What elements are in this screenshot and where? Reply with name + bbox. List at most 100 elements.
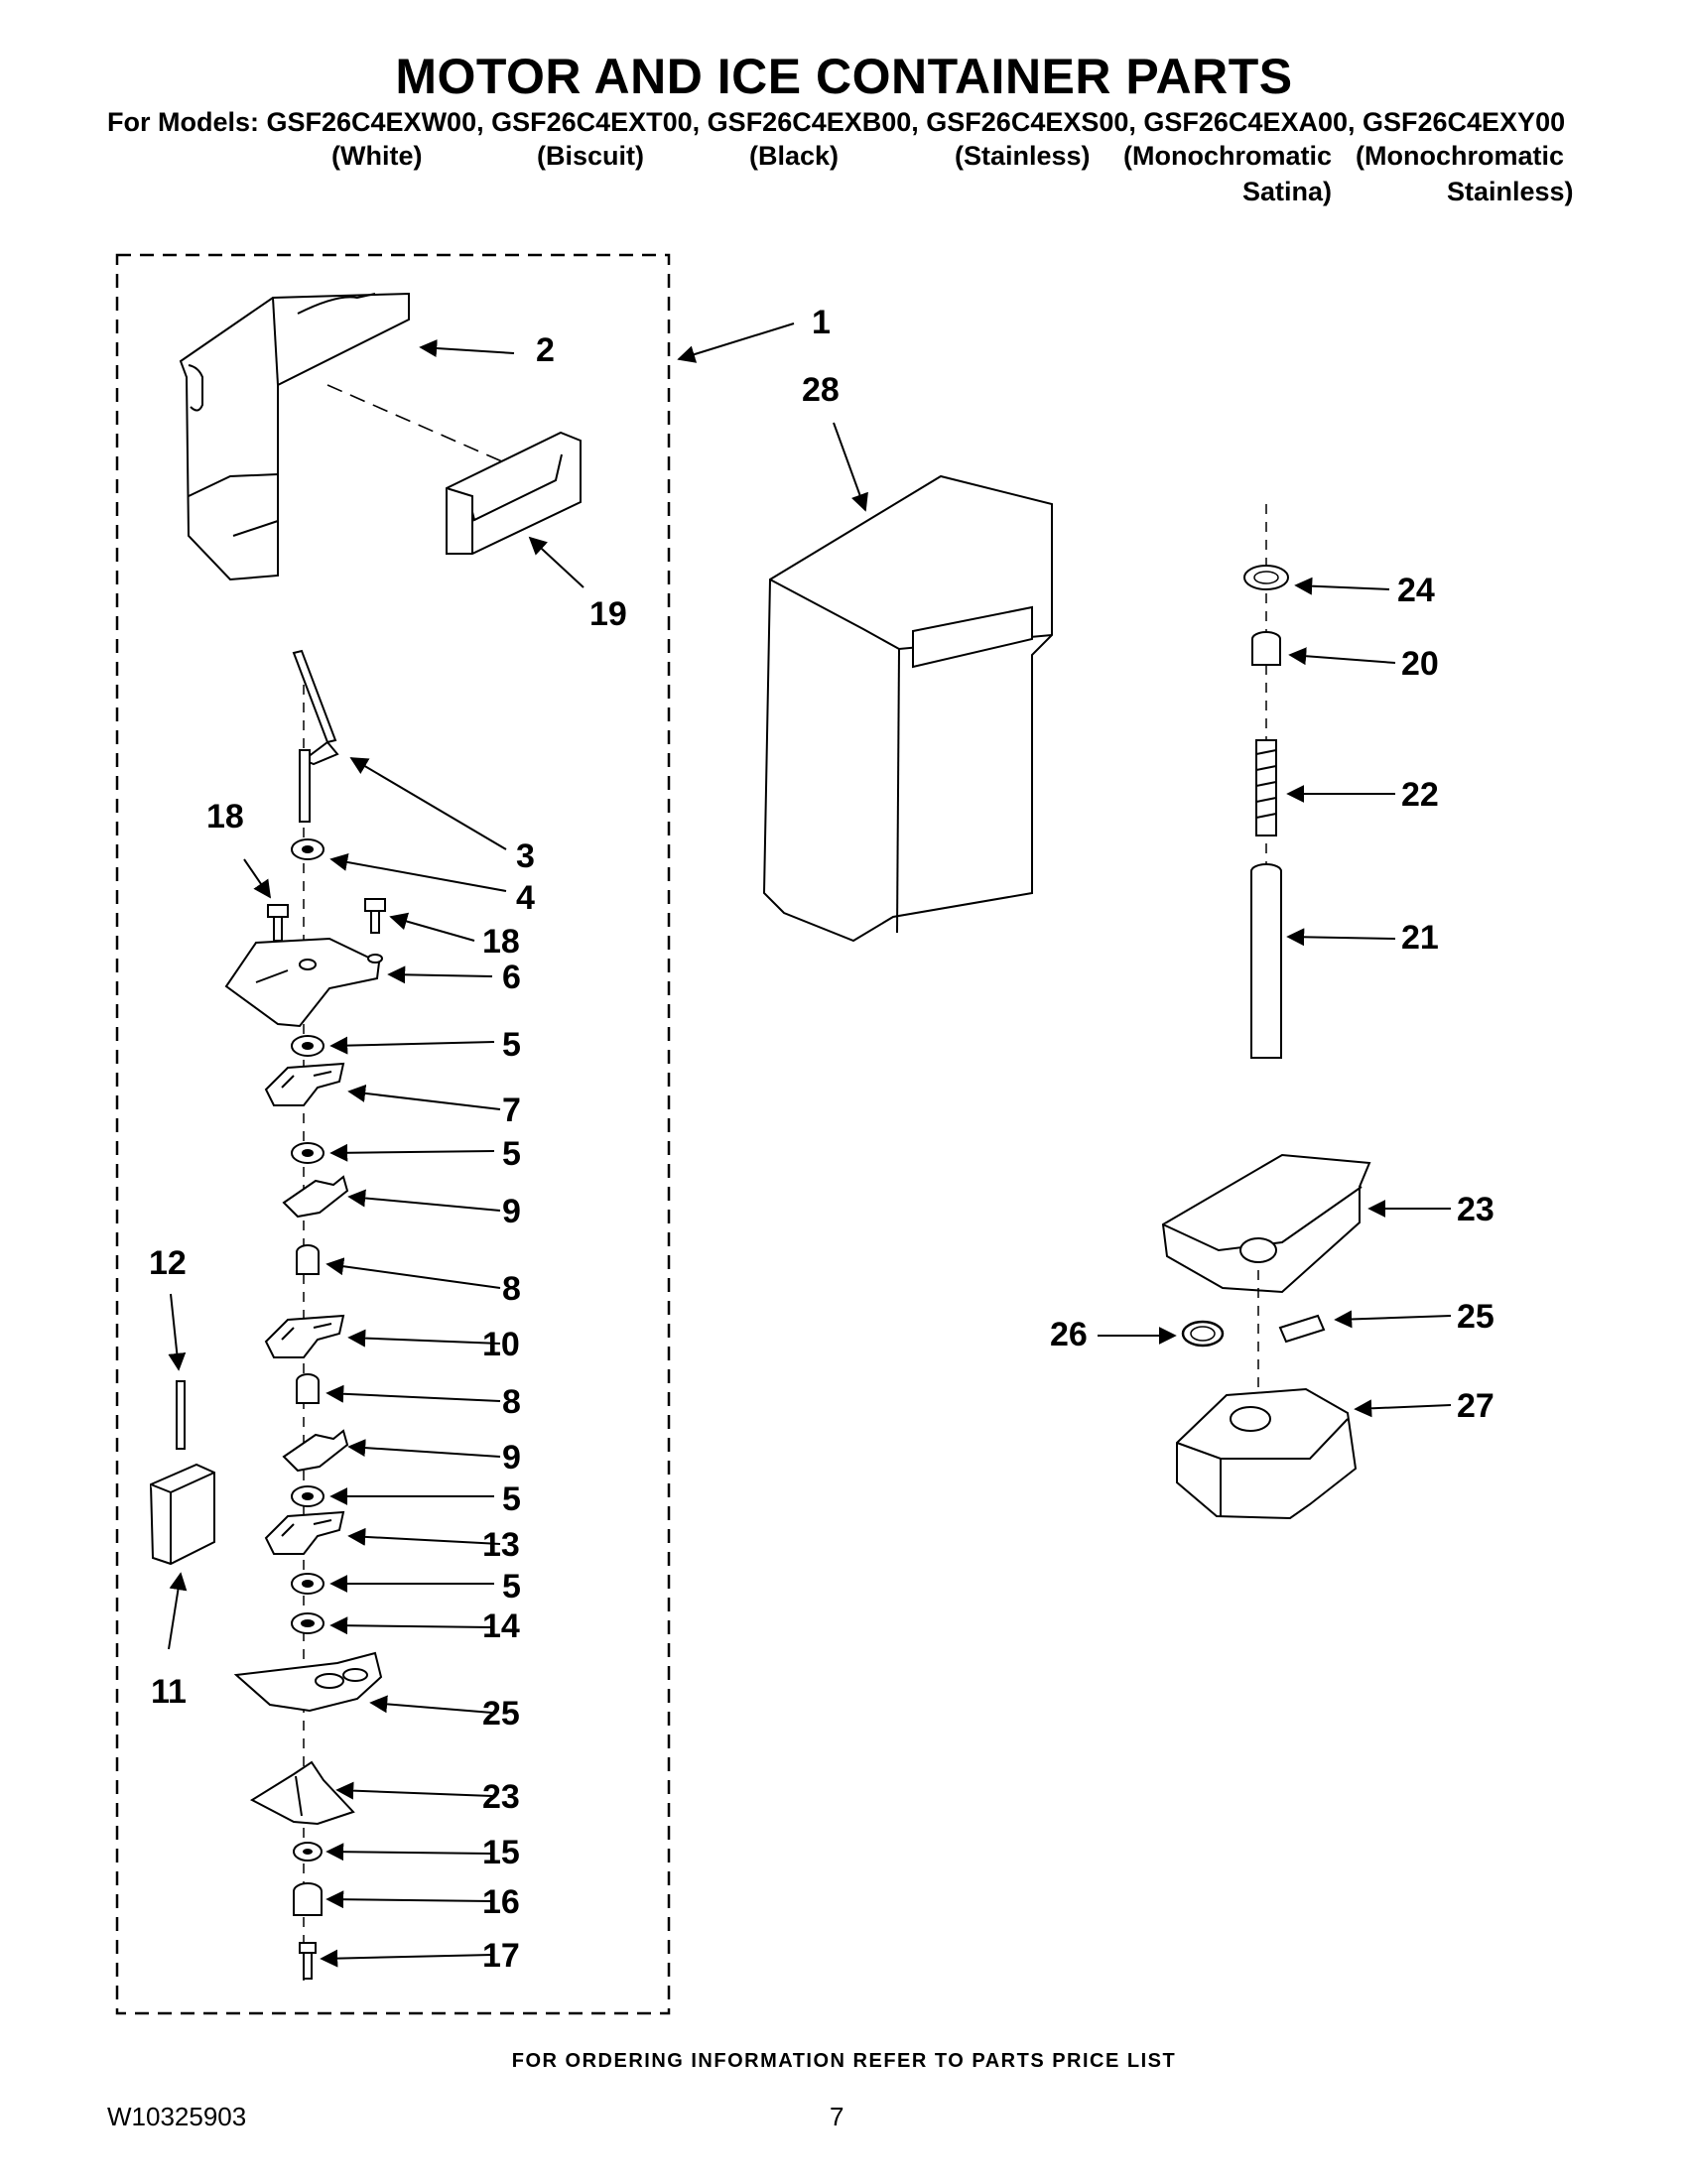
color-mono-stainless-line1: (Monochromatic <box>1356 141 1565 171</box>
leader-15 <box>325 1843 493 1862</box>
callout-5a: 5 <box>502 1026 521 1064</box>
callout-28: 28 <box>802 371 840 409</box>
screw-part-18a <box>267 904 289 942</box>
callout-8a: 8 <box>502 1270 521 1308</box>
callout-27: 27 <box>1457 1387 1494 1425</box>
screw-part-18b <box>364 898 386 934</box>
seal-part-26 <box>1181 1320 1225 1348</box>
callout-12: 12 <box>149 1244 187 1282</box>
spacer-part-8a <box>296 1244 320 1275</box>
callout-10: 10 <box>482 1326 520 1363</box>
pad-part-25 <box>1278 1314 1326 1344</box>
spring-part-22 <box>1255 739 1277 836</box>
blade-part-9b <box>282 1429 349 1473</box>
callout-9a: 9 <box>502 1193 521 1230</box>
page-title: MOTOR AND ICE CONTAINER PARTS <box>395 49 1293 104</box>
spacer-part-8b <box>296 1373 320 1404</box>
crusher-plate-part-25 <box>233 1651 383 1713</box>
dispenser-cover-part-28 <box>762 474 1053 943</box>
leader-arrows <box>168 322 1452 1968</box>
color-black: (Black) <box>749 141 840 171</box>
page-number: 7 <box>830 2102 844 2131</box>
callout-5c: 5 <box>502 1480 521 1518</box>
washer-part-4 <box>291 838 325 860</box>
leader-4 <box>329 853 507 892</box>
leader-6 <box>387 965 493 984</box>
callout-4: 4 <box>516 879 535 917</box>
leader-5b <box>329 1143 495 1162</box>
pin-part-12 <box>176 1380 186 1450</box>
cutter-part-13 <box>264 1510 345 1555</box>
washer-part-5d <box>291 1573 325 1595</box>
leader-10 <box>347 1329 501 1348</box>
washer-part-14 <box>291 1612 325 1634</box>
callout-23b: 23 <box>482 1778 520 1816</box>
auger-bracket-part-23-left <box>249 1760 355 1826</box>
leader-21 <box>1286 928 1396 947</box>
document-number: W10325903 <box>107 2102 247 2131</box>
callout-1: 1 <box>812 304 831 341</box>
ordering-note: FOR ORDERING INFORMATION REFER TO PARTS … <box>511 2050 1177 2072</box>
color-white: (White) <box>331 141 423 171</box>
leader-17 <box>320 1949 493 1968</box>
color-mono-satina-line1: (Monochromatic <box>1123 141 1333 171</box>
leader-19 <box>528 536 584 588</box>
leader-23b <box>335 1781 493 1800</box>
washer-part-5b <box>291 1142 325 1164</box>
leader-13 <box>347 1527 501 1546</box>
leader-16 <box>325 1890 493 1909</box>
leader-18a <box>243 858 272 899</box>
callout-16: 16 <box>482 1883 520 1921</box>
leader-11 <box>168 1572 188 1650</box>
callout-11: 11 <box>151 1673 187 1711</box>
blade-part-9a <box>282 1175 349 1219</box>
bracket-part-6 <box>224 937 383 1028</box>
callout-24: 24 <box>1397 572 1435 609</box>
auger-motor-part-27 <box>1176 1387 1358 1520</box>
leader-3 <box>349 757 507 850</box>
models-line: For Models: GSF26C4EXW00, GSF26C4EXT00, … <box>107 107 1566 137</box>
color-stainless: (Stainless) <box>955 141 1091 171</box>
leader-18b <box>389 912 475 942</box>
leader-24 <box>1294 577 1390 595</box>
leader-5a <box>329 1036 495 1055</box>
leader-2 <box>419 339 515 358</box>
callout-7: 7 <box>502 1092 521 1129</box>
crank-shaft-part <box>292 649 339 823</box>
washer-part-15 <box>293 1842 323 1862</box>
leader-7 <box>347 1084 501 1110</box>
cutter-part-7 <box>264 1062 345 1106</box>
leader-20 <box>1288 647 1396 666</box>
callout-17: 17 <box>482 1937 520 1975</box>
leader-27 <box>1354 1399 1452 1418</box>
ice-bucket-part <box>179 292 410 581</box>
leader-14 <box>329 1616 493 1635</box>
color-mono-stainless-line2: Stainless) <box>1447 177 1574 206</box>
leader-8a <box>325 1257 501 1289</box>
leader-28 <box>833 422 868 512</box>
callout-25b: 25 <box>482 1695 520 1733</box>
screw-part-17 <box>299 1942 317 1980</box>
assembly-boundary <box>115 253 671 2015</box>
leader-9b <box>347 1439 501 1458</box>
callout-22: 22 <box>1401 776 1439 814</box>
callout-26: 26 <box>1050 1316 1088 1353</box>
coupler-part-16 <box>293 1882 323 1916</box>
callout-19: 19 <box>589 595 627 633</box>
callout-3: 3 <box>516 837 535 875</box>
callout-9b: 9 <box>502 1439 521 1477</box>
washer-part-5a <box>291 1035 325 1057</box>
nut-part-20 <box>1251 631 1281 666</box>
color-biscuit: (Biscuit) <box>537 141 644 171</box>
shaft-part-21 <box>1250 863 1282 1059</box>
callout-25a: 25 <box>1457 1298 1494 1336</box>
callout-20: 20 <box>1401 645 1439 683</box>
bucket-axis <box>326 384 505 463</box>
color-mono-satina-line2: Satina) <box>1242 177 1333 206</box>
block-part-11 <box>149 1463 215 1566</box>
leader-25b <box>369 1695 493 1714</box>
leader-1 <box>677 322 795 363</box>
callout-14: 14 <box>482 1607 520 1645</box>
callout-15: 15 <box>482 1834 520 1871</box>
